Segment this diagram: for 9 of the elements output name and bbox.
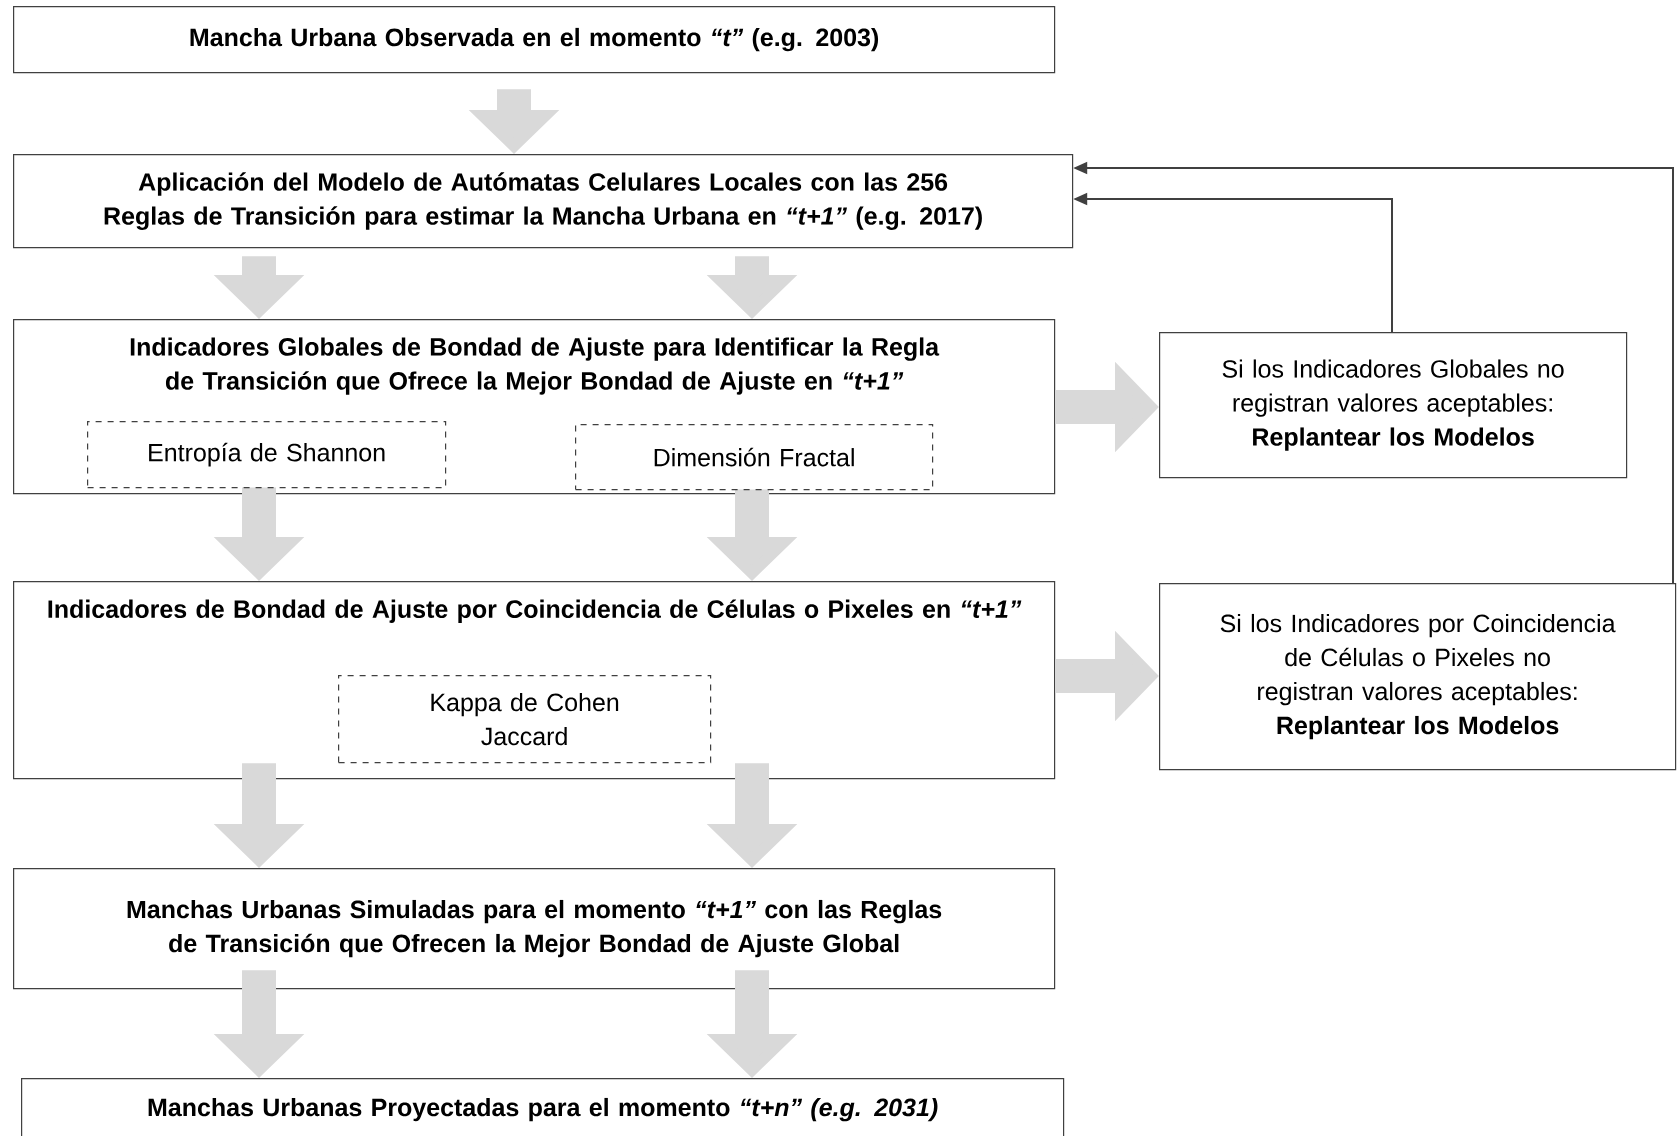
indicator-box: Dimensión Fractal [575,424,934,491]
process-box: Si los Indicadores Globales no registran valores aceptables: Replantear los Modelos [1159,332,1628,479]
indicator-box: Kappa de Cohen Jaccard [338,675,712,764]
indicator-box: Entropía de Shannon [87,421,447,489]
process-box: Manchas Urbanas Simuladas para el momento “t+1” con las Reglas de Transición que Ofrecen la Mejor Bondad de Ajuste Global [13,868,1056,990]
process-box: Aplicación del Modelo de Autómatas Celulares Locales con las 256 Reglas de Transición para estimar la Mancha Urbana en “t+1” (e.g. 2017) [13,154,1074,249]
process-box: Manchas Urbanas Proyectadas para el momento “t+n” (e.g. 2031) [21,1078,1065,1136]
process-box: Si los Indicadores por Coincidencia de Células o Pixeles no registran valores aceptables: Replantear los Modelos [1159,583,1677,771]
process-box: Mancha Urbana Observada en el momento “t” (e.g. 2003) [13,6,1056,74]
